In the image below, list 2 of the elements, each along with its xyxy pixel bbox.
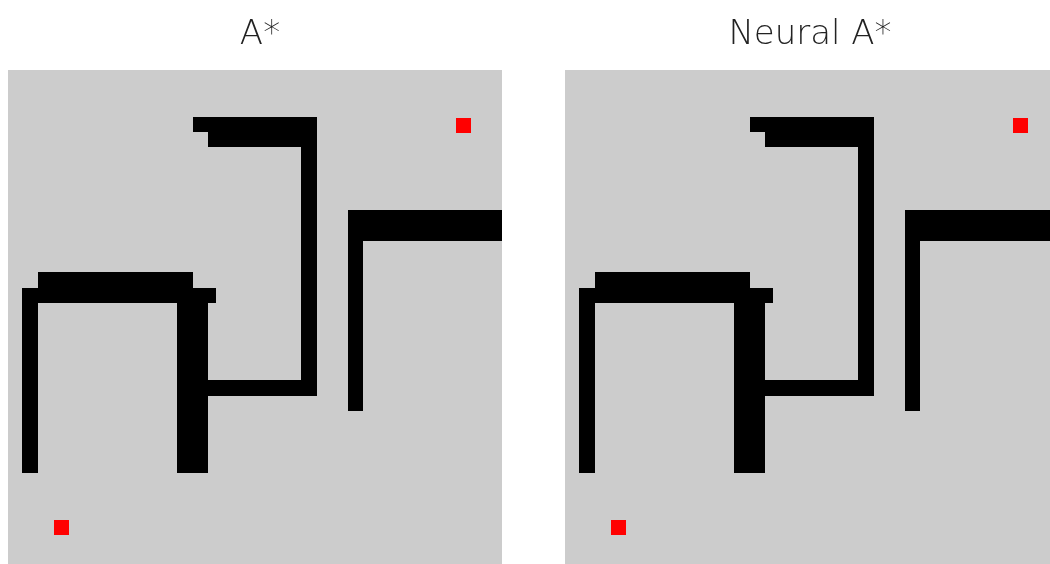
panel-title: Neural A* — [728, 12, 892, 52]
panel-title: A* — [239, 12, 281, 52]
